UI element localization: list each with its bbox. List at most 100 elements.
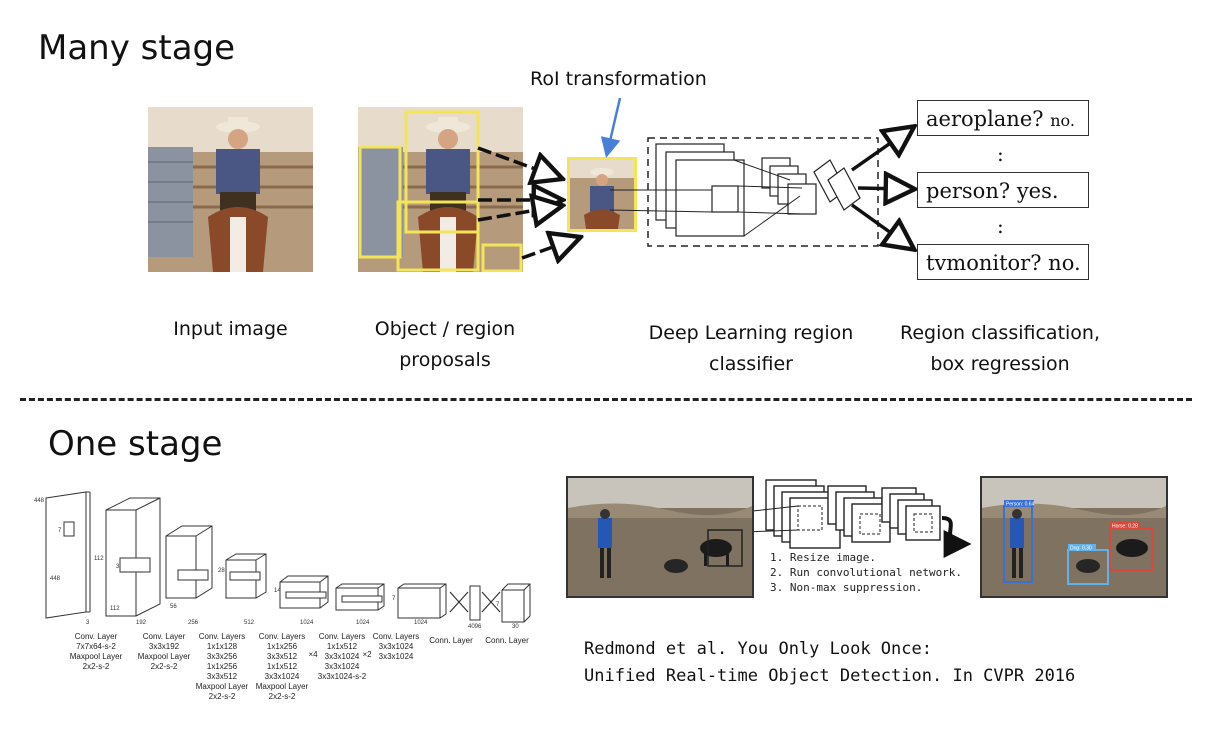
layer-text: 1x1x256: [266, 642, 298, 651]
layer-text: 7x7x64-s-2: [76, 642, 116, 651]
class-box-aeroplane: aeroplane? no.: [917, 100, 1089, 136]
dim-label: 28: [218, 568, 225, 574]
caption-line: proposals: [399, 349, 491, 371]
dim-label: 448: [34, 498, 45, 504]
layer-text: Conv. Layers: [318, 632, 366, 641]
caption-line: box regression: [930, 353, 1070, 375]
dim-label: 7: [58, 528, 62, 534]
layer-text: 3x3x1024: [324, 652, 360, 661]
layer-text: 3x3x1024: [378, 642, 414, 651]
layer-text: 3x3x512: [206, 672, 238, 681]
caption-line: Region classification,: [899, 322, 1101, 344]
class-name: tvmonitor?: [926, 251, 1042, 275]
layer-text: 3x3x1024-s-2: [317, 672, 367, 681]
class-box-tvmonitor: tvmonitor? no.: [917, 244, 1089, 280]
dim-label: 56: [170, 604, 177, 610]
one-stage-title: One stage: [48, 424, 223, 464]
layer-text: 3x3x1024: [378, 652, 414, 661]
dim-label: 7: [496, 602, 500, 608]
dim-label: 192: [136, 620, 147, 626]
many-stage-arrows: [477, 97, 1230, 400]
caption-line: classifier: [709, 353, 793, 375]
layer-text: Maxpool Layer: [137, 652, 191, 661]
yolo-architecture-diagram: 448 448 3 7 112 112 192 3 56 256 28 512 …: [34, 491, 531, 628]
class-box-person: person? yes.: [917, 172, 1089, 208]
layer-text: Conv. Layers: [372, 632, 420, 641]
step-item: 2. Run convolutional network.: [770, 566, 963, 579]
section-divider: [20, 398, 1192, 401]
layer-text: Maxpool Layer: [69, 652, 123, 661]
layer-text: 1x1x256: [206, 662, 238, 671]
caption-line: Object / region: [374, 318, 516, 340]
layer-text: 1x1x512: [326, 642, 358, 651]
dim-label: 256: [188, 620, 199, 626]
layer-text: 2x2-s-2: [150, 662, 178, 671]
layer-text: Conv. Layers: [198, 632, 246, 641]
dim-label: 14: [274, 588, 281, 594]
layer-label-1: Conv. Layer 7x7x64-s-2 Maxpool Layer 2x2…: [66, 632, 126, 672]
dim-label: 512: [244, 620, 255, 626]
layer-text: 2x2-s-2: [82, 662, 110, 671]
layer-text: Maxpool Layer: [255, 682, 309, 691]
dim-label: 448: [50, 576, 61, 582]
dots-2: :: [997, 214, 1004, 238]
layer-text: 2x2-s-2: [208, 692, 236, 701]
layer-label-6: Conv. Layers 3x3x1024 3x3x1024: [370, 632, 422, 662]
layer-label-4: Conv. Layers 1x1x256 3x3x512 1x1x512 3x3…: [252, 632, 312, 702]
proposals-image: [358, 107, 523, 272]
roi-transformation-label: RoI transformation: [530, 68, 707, 90]
caption-regression: Region classification, box regression: [890, 318, 1110, 380]
dots-1: :: [997, 142, 1004, 166]
layer-text: 3x3x1024: [264, 672, 300, 681]
layer-label-7: Conn. Layer: [429, 636, 473, 645]
class-name: person?: [926, 179, 1011, 203]
caption-line: Deep Learning region: [648, 322, 854, 344]
many-stage-title: Many stage: [38, 28, 236, 68]
yolo-output-image: Person: 0.64 Horse: 0.28 Dog: 0.30: [980, 476, 1168, 598]
dim-label: 3: [86, 620, 90, 626]
detection-label-horse: Horse: 0.28: [1112, 524, 1138, 530]
layer-text: 3x3x192: [148, 642, 180, 651]
class-name: aeroplane?: [926, 107, 1044, 131]
layer-text: 3x3x1024: [324, 662, 360, 671]
layer-label-8: Conn. Layer: [485, 636, 529, 645]
citation-line: Unified Real-time Object Detection. In C…: [584, 666, 1076, 686]
layer-text: 2x2-s-2: [268, 692, 296, 701]
dim-label: 1024: [414, 620, 428, 626]
class-answer: no.: [1050, 111, 1075, 130]
layer-text: Maxpool Layer: [195, 682, 249, 691]
layer-text: Conv. Layer: [142, 632, 186, 641]
dim-label: 112: [94, 556, 104, 562]
detection-label-person: Person: 0.64: [1006, 502, 1035, 508]
layer-text: Conv. Layers: [258, 632, 306, 641]
yolo-grid-network: [754, 479, 972, 558]
citation-line: Redmond et al. You Only Look Once:: [584, 639, 932, 659]
layer-mult-5: ×2: [362, 650, 372, 659]
citation: Redmond et al. You Only Look Once: Unifi…: [584, 636, 1075, 690]
detection-label-dog: Dog: 0.30: [1070, 546, 1092, 552]
caption-proposals: Object / region proposals: [350, 314, 540, 376]
caption-classifier: Deep Learning region classifier: [636, 318, 866, 380]
layer-text: 1x1x128: [206, 642, 238, 651]
input-image: [148, 107, 313, 272]
layer-text: 1x1x512: [266, 662, 298, 671]
dim-label: 1024: [300, 620, 314, 626]
caption-input-image: Input image: [173, 318, 288, 340]
dim-label: 30: [512, 624, 519, 628]
yolo-steps: 1. Resize image. 2. Run convolutional ne…: [770, 550, 962, 595]
layer-label-3: Conv. Layers 1x1x128 3x3x256 1x1x256 3x3…: [192, 632, 252, 702]
roi-crop-image: [567, 157, 637, 232]
class-answer: yes.: [1016, 179, 1059, 203]
dim-label: 7: [392, 596, 396, 602]
yolo-input-image: [566, 476, 754, 598]
step-item: 3. Non-max suppression.: [770, 581, 923, 594]
layer-text: 3x3x256: [206, 652, 238, 661]
dim-label: 1024: [356, 620, 370, 626]
layer-label-5: Conv. Layers 1x1x512 3x3x1024 3x3x1024 3…: [314, 632, 370, 682]
dim-label: 112: [110, 606, 120, 612]
class-answer: no.: [1048, 251, 1081, 275]
dim-label: 3: [116, 564, 120, 570]
step-item: 1. Resize image.: [770, 551, 876, 564]
layer-text: 3x3x512: [266, 652, 298, 661]
layer-text: Conv. Layer: [74, 632, 118, 641]
